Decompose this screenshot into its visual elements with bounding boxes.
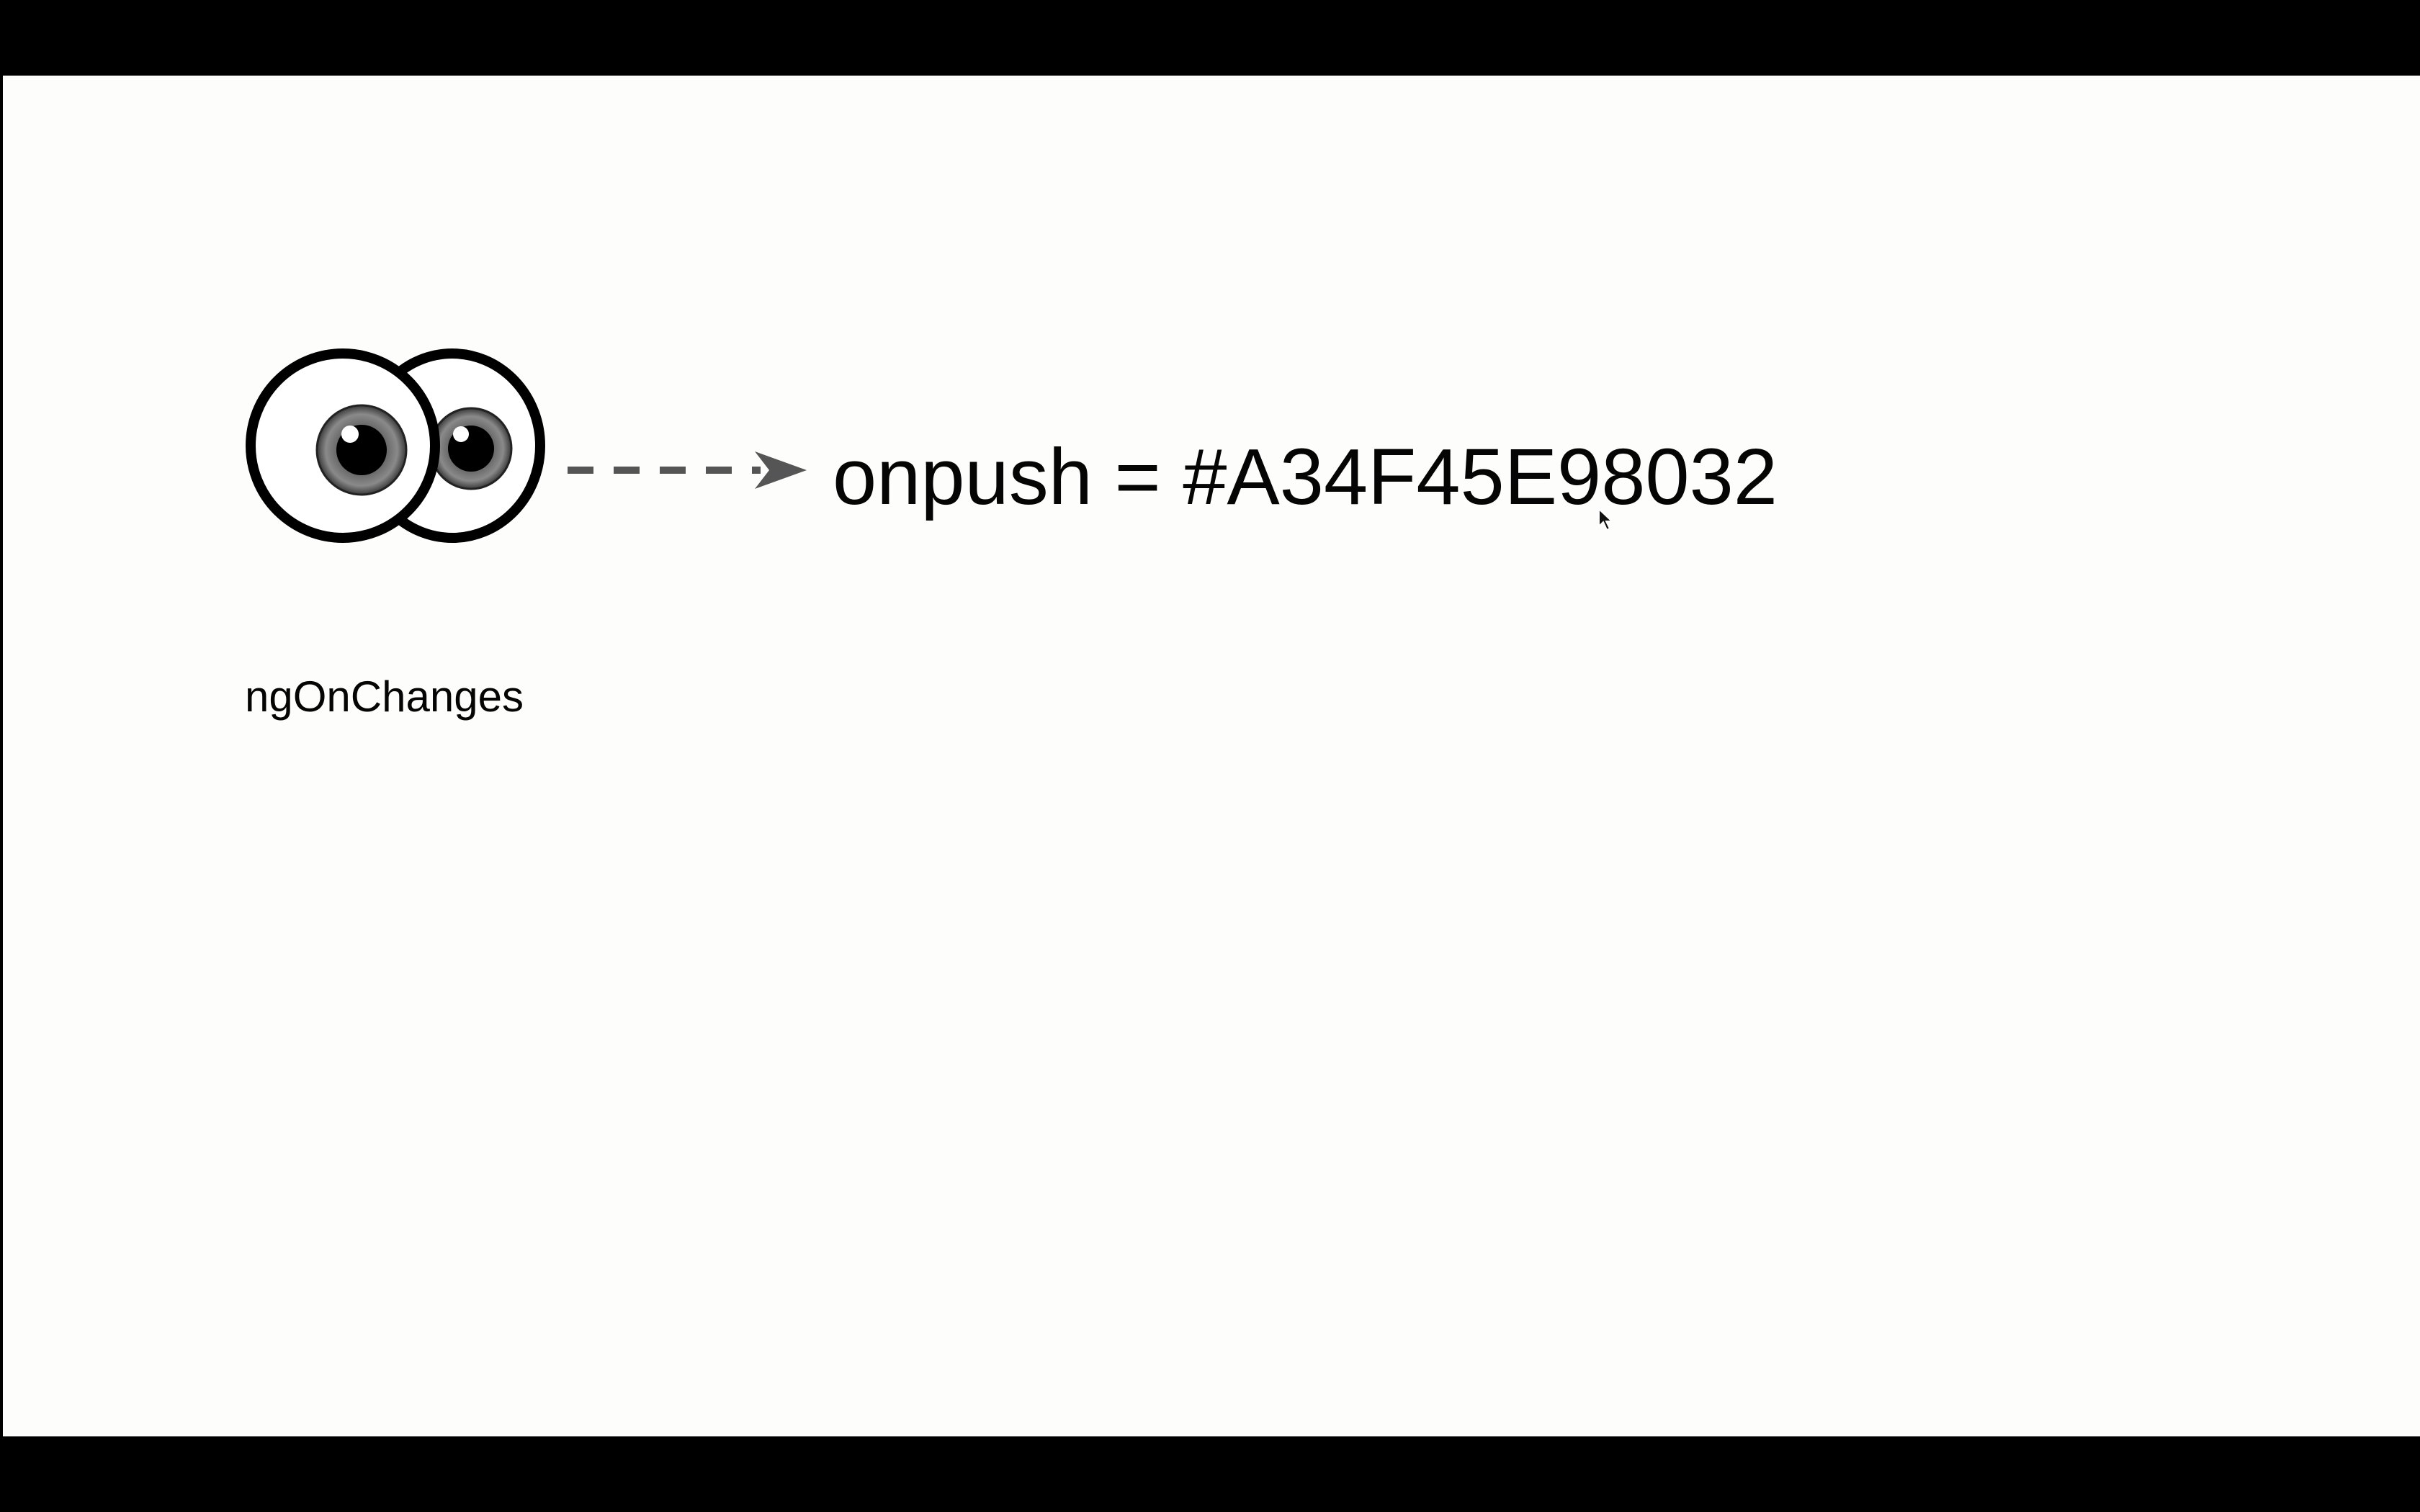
eyes-icon <box>246 348 545 543</box>
onpush-formula: onpush = #A34F45E98032 <box>833 433 1778 521</box>
presentation-slide: onpush = #A34F45E98032 ngOnChanges <box>3 76 2420 1436</box>
dashed-arrow-icon <box>568 451 807 489</box>
letterbox-bottom <box>0 1436 2420 1512</box>
ngonchanges-caption: ngOnChanges <box>245 672 524 721</box>
mouse-pointer-icon <box>1598 508 1613 531</box>
letterbox-top <box>0 0 2420 76</box>
